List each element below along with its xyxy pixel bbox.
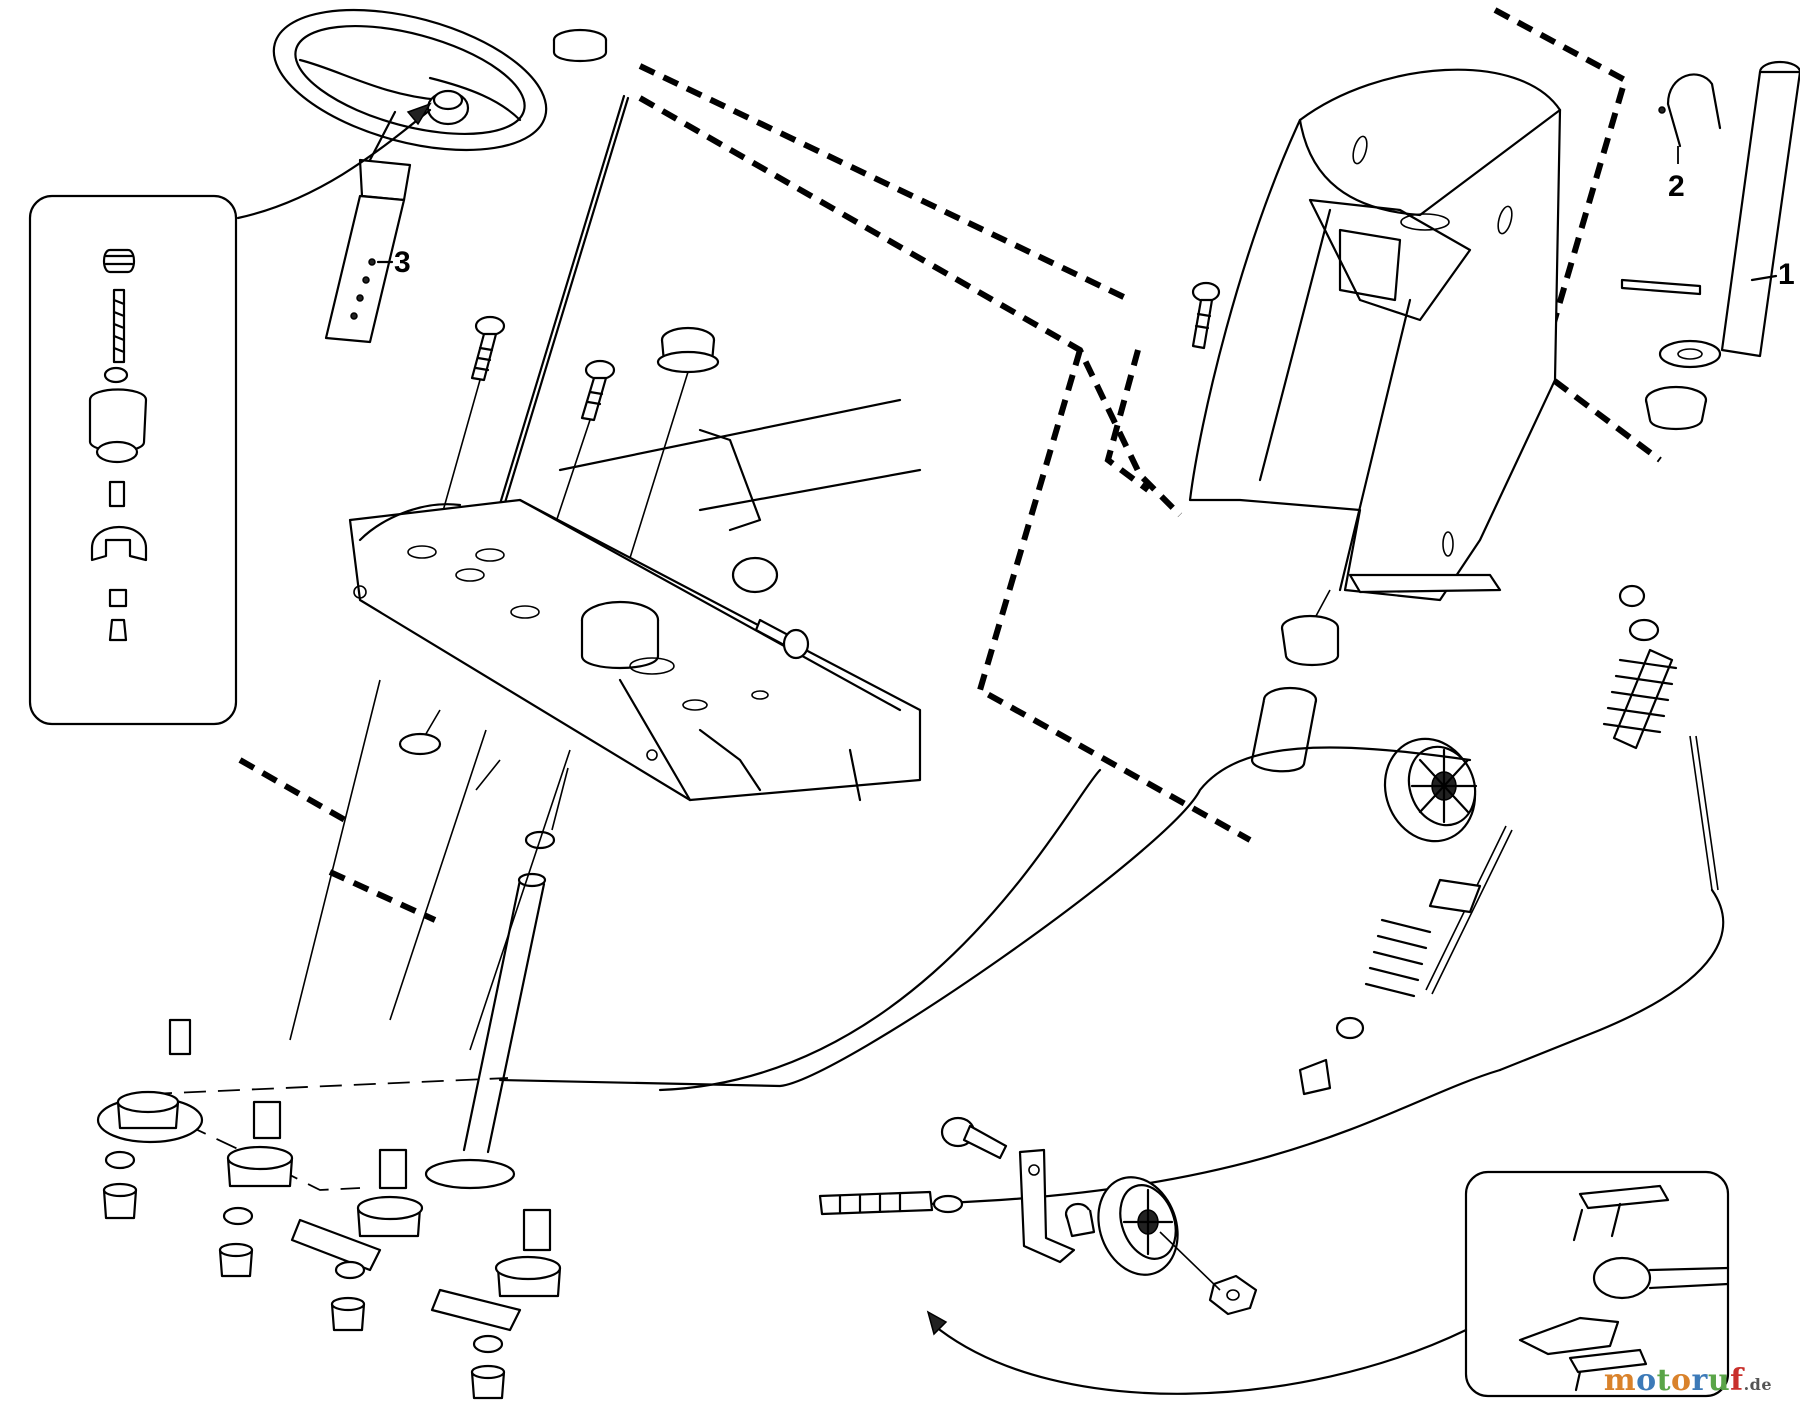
bushing	[656, 326, 720, 374]
sprocket	[356, 1148, 516, 1238]
column-tube-1	[1620, 60, 1800, 358]
chain-link-inset	[1464, 1170, 1730, 1398]
plate-washer	[398, 732, 442, 756]
inset-leader-line	[236, 108, 432, 220]
steering-shaft-3	[324, 194, 406, 344]
spacer	[1064, 1202, 1096, 1238]
nut	[1208, 1274, 1258, 1316]
arrow-icon	[406, 102, 432, 126]
shaft-top	[517, 872, 547, 888]
bushing	[1644, 385, 1708, 430]
washer	[104, 1150, 504, 1354]
idler-pulley	[1097, 1176, 1179, 1276]
watermark-logo: motoruf.de	[1604, 1363, 1772, 1398]
pulley	[1383, 737, 1478, 843]
bolt	[470, 315, 506, 382]
cable-tensioner	[1498, 584, 1725, 1072]
spring	[1298, 825, 1513, 1096]
bracket	[1018, 1148, 1076, 1264]
sprocket	[226, 1100, 294, 1188]
steering-shaft-lower	[462, 878, 546, 1154]
chain	[290, 1218, 522, 1332]
inset-leader-line	[938, 1328, 1468, 1395]
callout-1: 1	[1778, 258, 1795, 291]
cable	[858, 1068, 1502, 1210]
watermark-suffix: .de	[1743, 1375, 1772, 1394]
steering-wheel	[272, 8, 548, 202]
sleeve	[1250, 686, 1318, 773]
bolt	[580, 359, 616, 422]
column-housing	[1188, 68, 1562, 602]
leader-line	[1315, 589, 1331, 617]
arrow-icon	[926, 1310, 948, 1336]
bushing	[1280, 614, 1340, 666]
callout-1-leader	[1750, 274, 1778, 282]
bolt	[754, 618, 810, 660]
bolt	[940, 1116, 1008, 1160]
sprocket	[494, 1208, 562, 1298]
watermark-text: motoruf	[1603, 1363, 1744, 1398]
chain	[818, 1190, 964, 1216]
callout-3: 3	[394, 246, 411, 279]
steering-cap	[552, 28, 608, 62]
washer	[1658, 339, 1722, 369]
leader-line	[289, 679, 571, 1051]
leader-line	[419, 709, 569, 831]
hub-detail-inset	[28, 194, 238, 726]
flange-nut	[102, 1182, 506, 1400]
bolt	[1191, 281, 1221, 350]
dashed-cable-line	[149, 1077, 509, 1095]
hairpin-clip-2	[1658, 73, 1722, 148]
cable	[498, 746, 1472, 1088]
cable	[658, 768, 1102, 1092]
chassis-frame	[348, 398, 922, 802]
steering-rod	[484, 94, 630, 554]
callout-2: 2	[1668, 170, 1685, 203]
sprocket	[96, 1018, 204, 1144]
leader-line	[1159, 1231, 1221, 1291]
